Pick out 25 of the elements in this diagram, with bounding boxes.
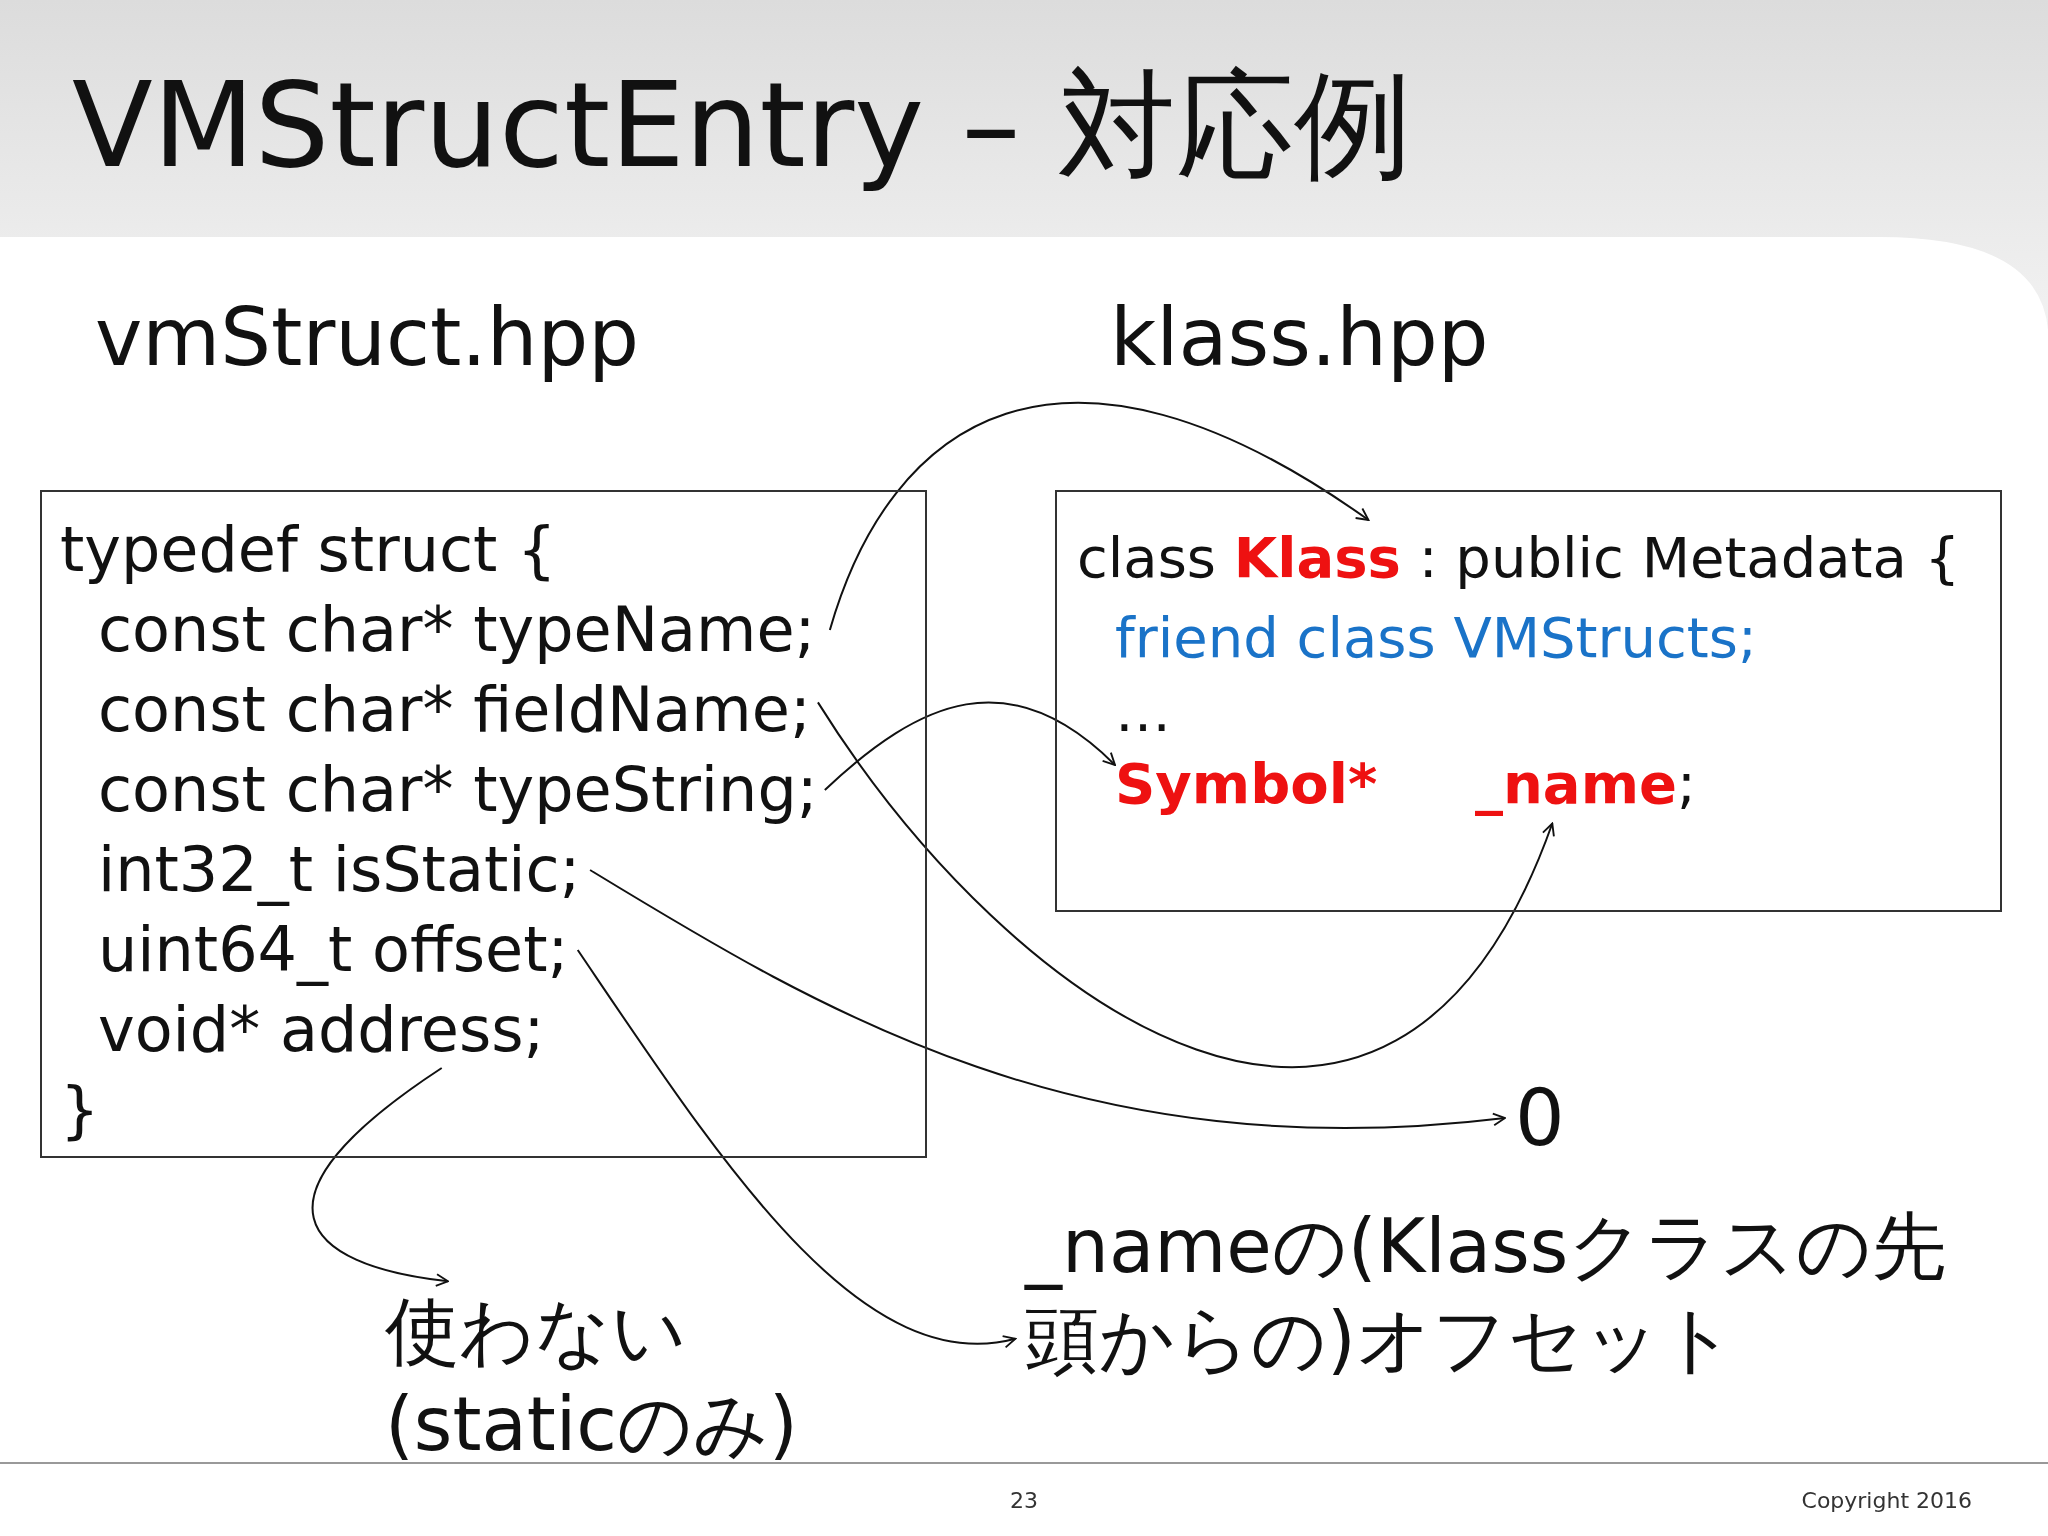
copyright-note: Copyright 2016 <box>1801 1488 1972 1513</box>
page-number: 23 <box>1010 1488 1038 1513</box>
curved-arrow <box>576 949 1017 1347</box>
curved-arrow <box>816 701 1554 1067</box>
curved-arrow <box>823 701 1116 791</box>
curved-arrow <box>828 403 1370 631</box>
code-line: int32_t isStatic; <box>98 832 581 908</box>
code-line: void* address; <box>98 992 545 1068</box>
code-line: friend class VMStructs; <box>1115 600 1757 676</box>
code-line: class Klass : public Metadata { <box>1077 520 1961 596</box>
file-name-heading: klass.hpp <box>1110 290 1489 386</box>
curved-arrow <box>589 869 1507 1129</box>
code-line: uint64_t offset; <box>98 912 569 988</box>
code-line: _name; <box>1475 746 1696 822</box>
note-text: _nameの(Klassクラスの先頭からの)オフセット <box>1025 1200 1985 1385</box>
code-line: const char* typeString; <box>98 752 818 828</box>
value-text: 0 <box>1515 1080 1565 1156</box>
curved-arrow <box>312 1067 449 1287</box>
code-line: const char* typeName; <box>98 592 816 668</box>
file-name-heading: vmStruct.hpp <box>95 290 640 386</box>
code-line: const char* fieldName; <box>98 672 811 748</box>
slide-title: VMStructEntry – 対応例 <box>72 55 1413 195</box>
code-line: } <box>60 1072 100 1148</box>
code-line: typedef struct { <box>60 512 557 588</box>
note-text: 使わない(staticのみ) <box>385 1285 805 1470</box>
